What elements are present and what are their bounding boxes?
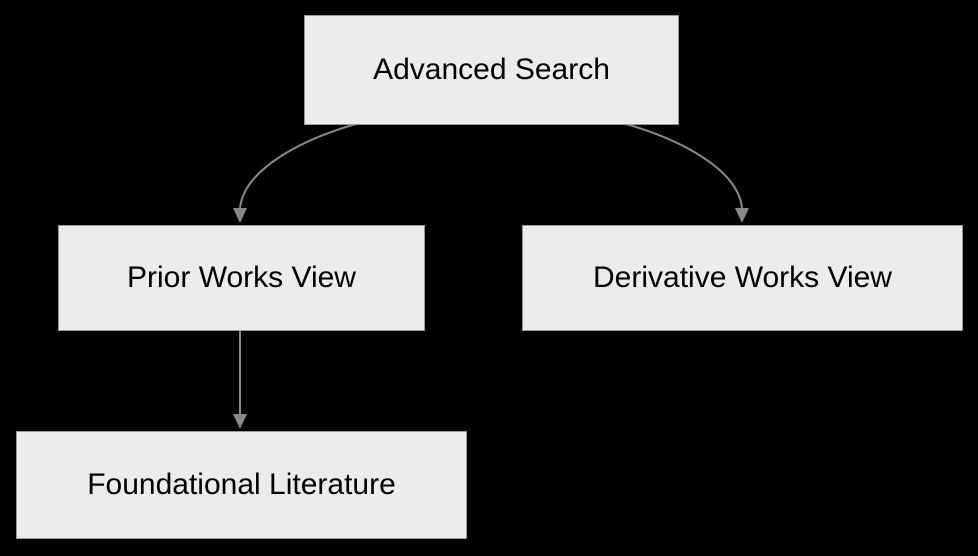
node-advanced-search[interactable]: Advanced Search	[304, 15, 679, 125]
node-label: Foundational Literature	[87, 468, 396, 501]
node-prior-works-view[interactable]: Prior Works View	[58, 225, 425, 331]
arrowhead-icon	[233, 414, 247, 429]
edge-path	[625, 123, 743, 209]
edge-path	[239, 123, 357, 209]
arrowhead-icon	[233, 208, 247, 223]
node-derivative-works-view[interactable]: Derivative Works View	[522, 225, 963, 331]
edge-advanced-search-to-prior-works-view	[233, 123, 357, 223]
node-label: Advanced Search	[373, 53, 610, 86]
node-label: Prior Works View	[127, 261, 356, 294]
node-foundational-literature[interactable]: Foundational Literature	[16, 431, 467, 539]
arrowhead-icon	[735, 208, 749, 223]
edge-prior-works-view-to-foundational-literature	[233, 331, 247, 429]
edge-advanced-search-to-derivative-works-view	[625, 123, 749, 223]
node-label: Derivative Works View	[593, 261, 892, 294]
